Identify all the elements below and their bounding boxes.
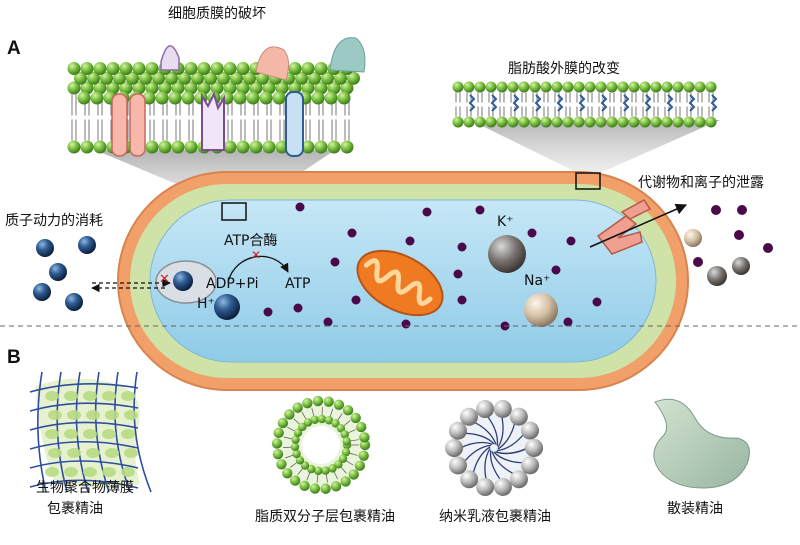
lipid-bilayer-label: 脂质双分子层包裹精油 — [255, 509, 395, 525]
k-plus-label: K⁺ — [497, 214, 514, 230]
atp-label: ATP — [285, 276, 311, 292]
potassium-ion — [488, 235, 526, 273]
metabolite-dot — [263, 307, 273, 317]
polymer-film-illustration — [29, 371, 152, 493]
metabolite-dot — [401, 319, 411, 329]
metabolite-dot — [293, 303, 303, 313]
mitochondrion — [356, 249, 444, 317]
metabolite-dot — [405, 236, 415, 246]
liposome-illustration — [271, 395, 371, 494]
outer-membrane-zoom-box — [575, 172, 601, 190]
free-oil-label: 散装精油 — [667, 501, 723, 517]
leaked-metabolite-dot — [711, 205, 721, 215]
membrane-protein-salmon-channel — [111, 93, 146, 157]
channel-block-mark: ✕ — [159, 272, 170, 287]
membrane-protein-teal-top — [329, 37, 366, 73]
membrane-damage-label: 细胞质膜的破坏 — [168, 6, 266, 22]
metabolite-dot — [351, 295, 361, 305]
leaked-metabolite-dot — [734, 230, 744, 240]
metabolite-dot — [551, 265, 561, 275]
proton-sphere — [214, 294, 240, 320]
membrane-protein-purple-channel — [201, 91, 225, 151]
outer-membrane-zoom — [452, 81, 718, 128]
sodium-ion — [524, 293, 558, 327]
metabolite-dot — [323, 317, 333, 327]
lipid-bilayer-zoom — [67, 37, 366, 157]
metabolite-dot — [422, 207, 432, 217]
na-plus-label: Na⁺ — [524, 273, 551, 289]
adp-pi-label: ADP+Pi — [206, 276, 259, 292]
metabolite-dot — [295, 202, 305, 212]
metabolite-dot — [457, 242, 467, 252]
membrane-protein-blue-channel — [285, 91, 304, 157]
metabolite-dots — [263, 202, 773, 331]
metabolite-dot — [527, 228, 537, 238]
free-oil-droplet — [653, 398, 750, 489]
atp-synthase-label: ATP合酶 — [224, 233, 278, 249]
nanoemulsion-label: 纳米乳液包裹精油 — [439, 509, 551, 525]
atp-synthesis-arrow — [227, 255, 289, 283]
metabolite-dot — [566, 236, 576, 246]
metabolite-dot — [457, 295, 467, 305]
leaked-metabolite-dot — [693, 257, 703, 267]
metabolite-dot — [330, 257, 340, 267]
leaked-particles — [684, 229, 750, 286]
panel-label-a: A — [7, 38, 21, 59]
panel-label-b: B — [7, 347, 21, 368]
outer-membrane-change-label: 脂肪酸外膜的改变 — [508, 61, 620, 77]
membrane-protein-pink-top — [255, 46, 290, 81]
leakage-label: 代谢物和离子的泄露 — [638, 175, 764, 191]
nanoemulsion-illustration — [445, 399, 543, 497]
metabolite-dot — [347, 228, 357, 238]
leakage-arrow — [589, 203, 688, 248]
polymer-film-label-line1: 生物聚合物薄膜 — [36, 480, 134, 496]
proton-motive-label: 质子动力的消耗 — [5, 213, 103, 229]
membrane-protein-purple-top — [160, 45, 180, 71]
membrane-zoom-box — [221, 202, 247, 221]
polymer-film-label-line2: 包裹精油 — [47, 501, 103, 517]
outer-membrane-zoom-funnel — [470, 120, 720, 173]
h-plus-label: H⁺ — [197, 296, 215, 312]
metabolite-dot — [453, 269, 463, 279]
metabolite-dot — [592, 297, 602, 307]
leaking-channel — [596, 199, 652, 255]
leaked-metabolite-dot — [763, 243, 773, 253]
external-proton-spheres — [33, 236, 96, 311]
metabolite-dot — [475, 205, 485, 215]
atp-inhibit-mark: ✕ — [251, 248, 261, 262]
leaked-metabolite-dot — [737, 205, 747, 215]
metabolite-dot — [563, 317, 573, 327]
atp-synthase-channel: ✕ — [91, 260, 217, 304]
